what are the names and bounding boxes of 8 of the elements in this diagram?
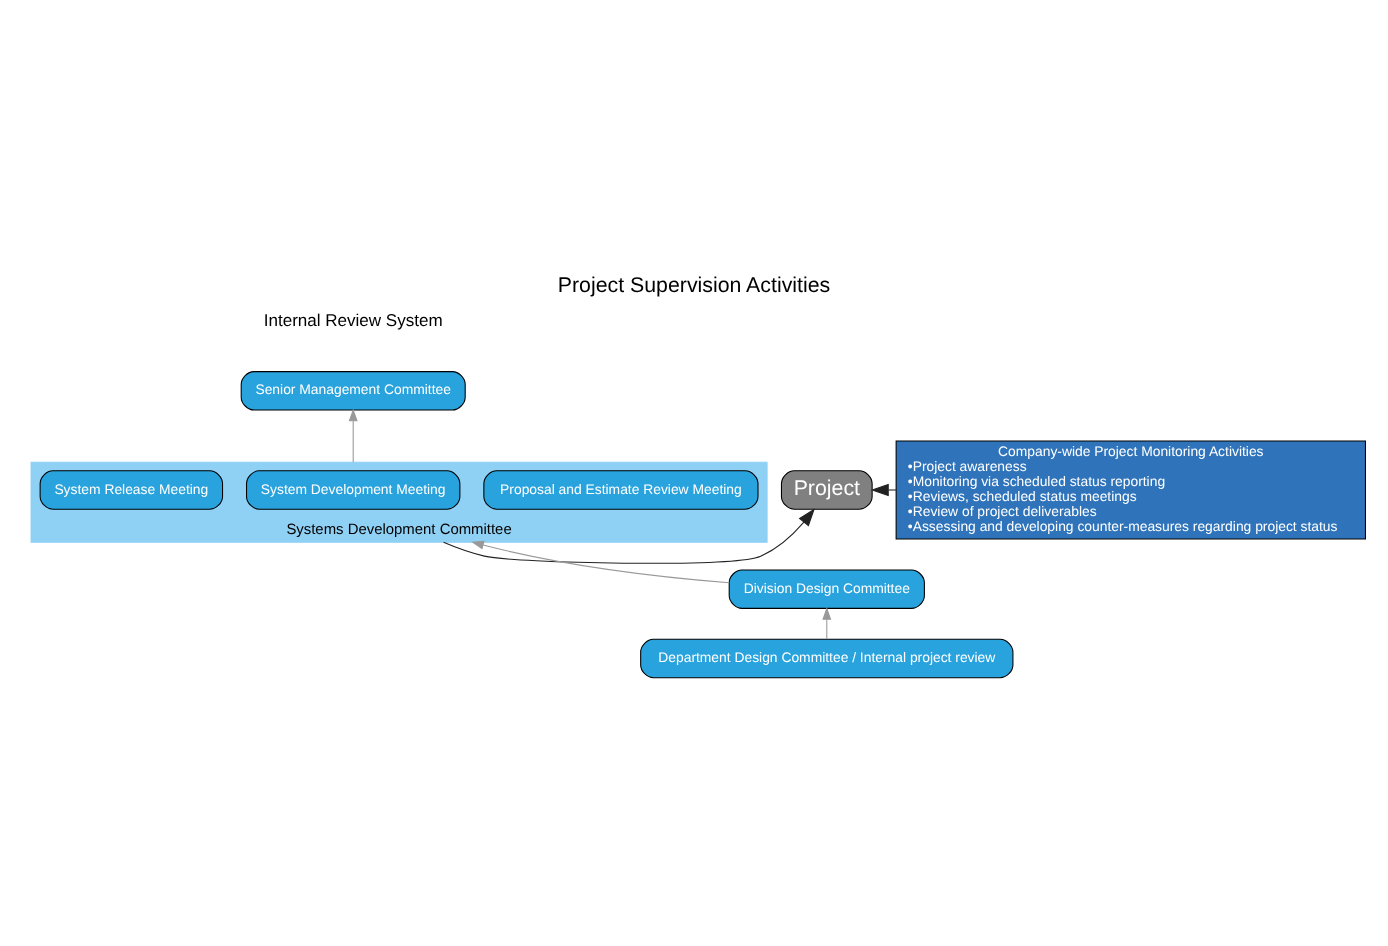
arrow <box>443 507 815 563</box>
arrow <box>471 539 730 583</box>
arrow <box>348 407 358 462</box>
node-box: Project <box>780 469 873 509</box>
arrow <box>870 482 897 496</box>
label: Internal Review System <box>263 308 443 329</box>
arrow <box>822 605 832 639</box>
diagram-title: Project Supervision Activities <box>557 272 831 297</box>
